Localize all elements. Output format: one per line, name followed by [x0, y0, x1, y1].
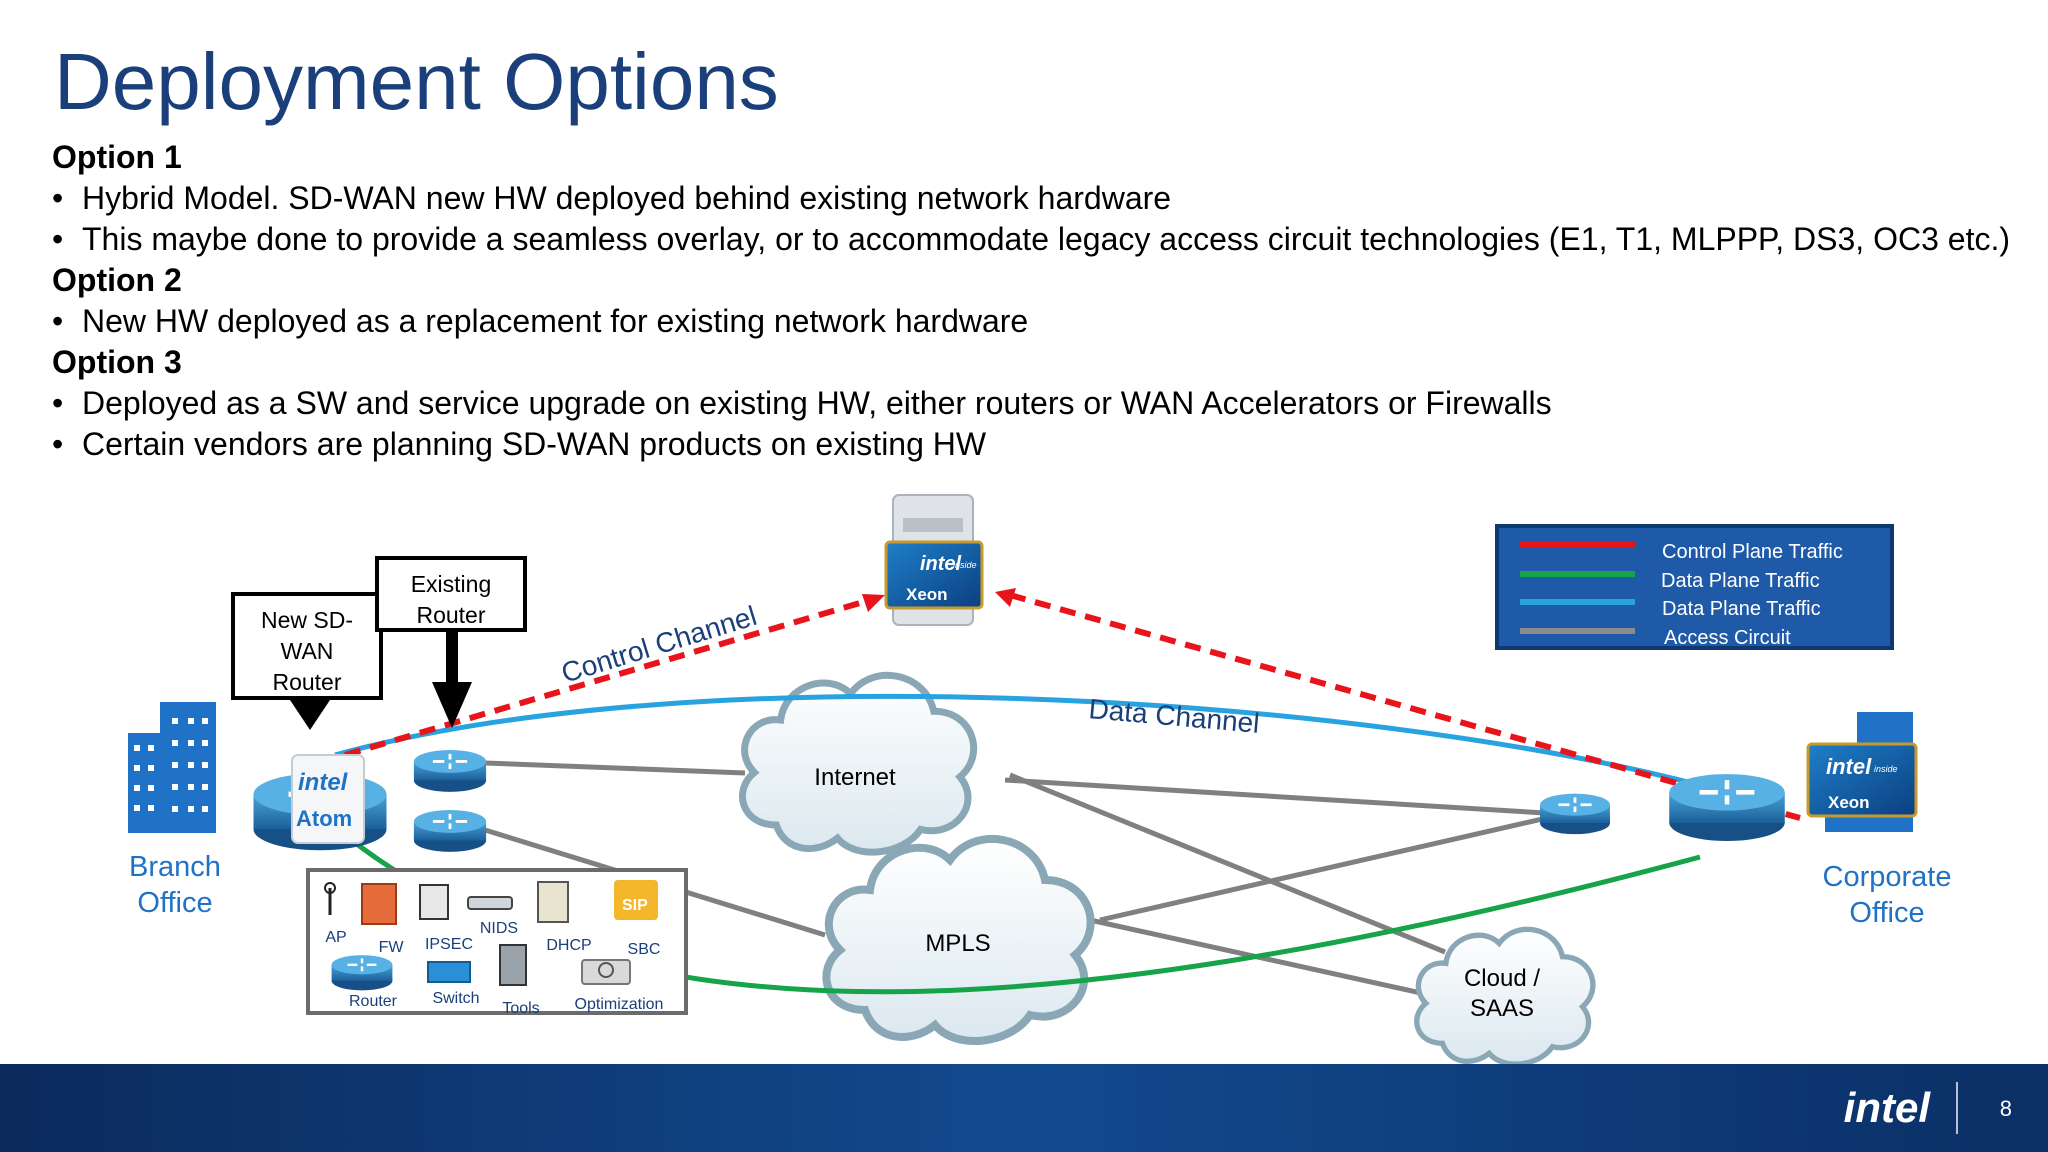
options-list: Option 1 Hybrid Model. SD-WAN new HW dep… — [52, 137, 2012, 465]
tools-icon — [499, 944, 527, 986]
service-label: NIDS — [480, 920, 518, 937]
option-heading: Option 3 — [52, 344, 182, 380]
branch-office-label: Branch — [129, 851, 221, 883]
chip-brand: intel — [298, 769, 349, 796]
callout-pointer — [432, 682, 472, 728]
control-plane-lines — [344, 592, 1801, 821]
option-bullet: This maybe done to provide a seamless ov… — [52, 219, 2017, 260]
service-label: Switch — [432, 990, 479, 1007]
service-label: Tools — [502, 1000, 539, 1017]
legend-label: Access Circuit — [1664, 627, 1791, 649]
existing-router-icon — [412, 748, 488, 794]
firewall-icon — [361, 883, 397, 925]
chip-atom: Atom — [296, 806, 352, 831]
corporate-main-router-icon — [1669, 774, 1785, 841]
dhcp-server-icon — [537, 881, 569, 923]
optimization-icon — [581, 959, 631, 985]
legend: Control Plane Traffic Data Plane Traffic… — [1495, 524, 1894, 650]
chip-xeon: Xeon — [906, 585, 948, 604]
service-label: AP — [325, 929, 346, 946]
branch-office-label: Office — [137, 887, 212, 919]
existing-router-icon — [412, 808, 488, 854]
slide-title: Deployment Options — [54, 37, 779, 126]
service-label: FW — [379, 939, 405, 956]
services-box: SIP AP FW IPSEC NIDS DHCP SBC Router Swi… — [306, 868, 688, 1017]
ap-icon — [324, 882, 336, 915]
xeon-server: intel inside Xeon — [884, 494, 984, 626]
service-label: Optimization — [575, 996, 664, 1013]
network-diagram: Internet MPLS Cloud / SAAS Control Chann… — [128, 494, 1952, 1070]
chip-inside: inside — [1874, 764, 1898, 774]
legend-label: Data Plane Traffic — [1661, 570, 1820, 592]
chip-inside: inside — [953, 560, 977, 570]
saas-label-line1: Cloud / — [1464, 965, 1540, 992]
callout-pointer — [290, 700, 330, 730]
internet-label: Internet — [814, 764, 896, 791]
branch-building-icon — [128, 702, 216, 833]
legend-label: Control Plane Traffic — [1662, 541, 1843, 563]
nids-icon — [467, 896, 513, 910]
callout-line: Existing — [411, 571, 492, 597]
data-channel-label: Data Channel — [1087, 693, 1260, 739]
option-bullet: Deployed as a SW and service upgrade on … — [52, 383, 2012, 424]
chip-xeon: Xeon — [1828, 793, 1870, 812]
router-icon — [330, 953, 394, 992]
service-label: SBC — [628, 941, 661, 958]
new-sdwan-router-callout: New SD- WAN Router — [231, 592, 383, 730]
intel-logo: intel — [1843, 1084, 1930, 1131]
sbc-icon: SIP — [614, 880, 658, 920]
arrowhead — [995, 588, 1016, 607]
legend-label: Data Plane Traffic — [1662, 598, 1821, 620]
callout-line: Router — [272, 669, 341, 695]
option-heading: Option 2 — [52, 262, 182, 298]
service-label: DHCP — [546, 937, 591, 954]
option-bullet: Certain vendors are planning SD-WAN prod… — [52, 424, 2012, 465]
callout-line: WAN — [281, 638, 334, 664]
corporate-office-label: Corporate — [1823, 861, 1952, 893]
switch-icon — [427, 961, 471, 983]
option-bullet: Hybrid Model. SD-WAN new HW deployed beh… — [52, 178, 2012, 219]
footer-divider — [1956, 1082, 1958, 1134]
mpls-label: MPLS — [925, 930, 990, 957]
data-plane-blue-line — [334, 693, 1701, 788]
corporate-small-router-icon — [1538, 792, 1612, 836]
footer-bar: intel 8 — [0, 1064, 2048, 1152]
existing-router-callout: Existing Router — [375, 556, 527, 728]
option-bullet: New HW deployed as a replacement for exi… — [52, 301, 2012, 342]
corporate-office-label: Office — [1849, 897, 1924, 929]
sdwan-router-atom: intel Atom — [254, 754, 387, 850]
page-number: 8 — [1999, 1096, 2012, 1121]
service-label: IPSEC — [425, 936, 473, 953]
arrowhead — [862, 594, 885, 612]
cloud-saas: Cloud / SAAS — [1417, 929, 1593, 1064]
sbc-badge: SIP — [622, 897, 648, 914]
option-heading: Option 1 — [52, 139, 182, 175]
callout-line: Router — [416, 602, 485, 628]
ipsec-icon — [419, 884, 449, 920]
cloud-internet: Internet — [742, 675, 973, 852]
chip-brand: intel — [920, 553, 962, 575]
chip-brand: intel — [1826, 754, 1872, 779]
corporate-xeon-chip: intel inside Xeon — [1806, 742, 1918, 818]
callout-line: New SD- — [261, 607, 353, 633]
saas-label-line2: SAAS — [1470, 995, 1534, 1022]
service-label: Router — [349, 993, 398, 1010]
cloud-mpls: MPLS — [826, 839, 1090, 1041]
